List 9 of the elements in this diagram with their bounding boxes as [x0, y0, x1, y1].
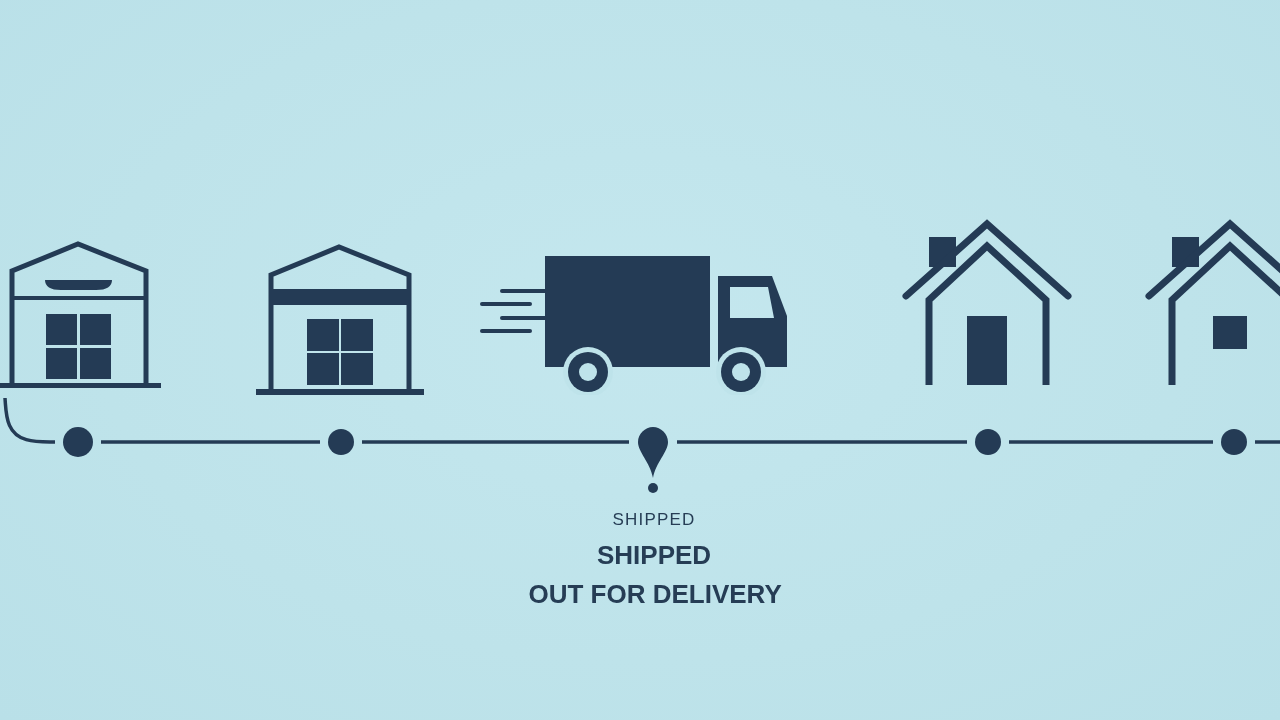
status-label: SHIPPED	[612, 510, 696, 530]
connector-line	[101, 440, 320, 444]
status-label: SHIPPED	[597, 541, 712, 571]
connector-line	[1009, 440, 1213, 444]
connector-line	[1255, 440, 1280, 444]
connector-line	[3, 397, 55, 444]
connector-line	[362, 440, 629, 444]
connector-line	[677, 440, 967, 444]
status-label: OUT FOR DELIVERY	[528, 580, 782, 610]
